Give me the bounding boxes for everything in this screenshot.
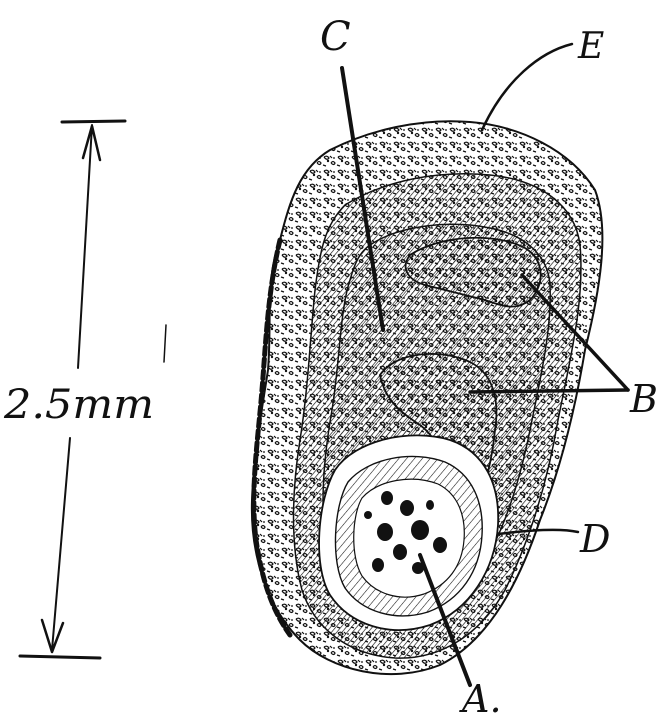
label-d: D	[579, 517, 610, 561]
leader-e	[482, 44, 572, 130]
label-a: A.	[459, 677, 502, 717]
label-c: C	[320, 14, 351, 60]
label-e: E	[577, 26, 604, 67]
leader-b-lower	[470, 390, 628, 392]
label-b: B	[629, 377, 658, 421]
core-ring-inner	[354, 479, 465, 597]
scale-bar-label: 2.5mm	[3, 382, 154, 428]
